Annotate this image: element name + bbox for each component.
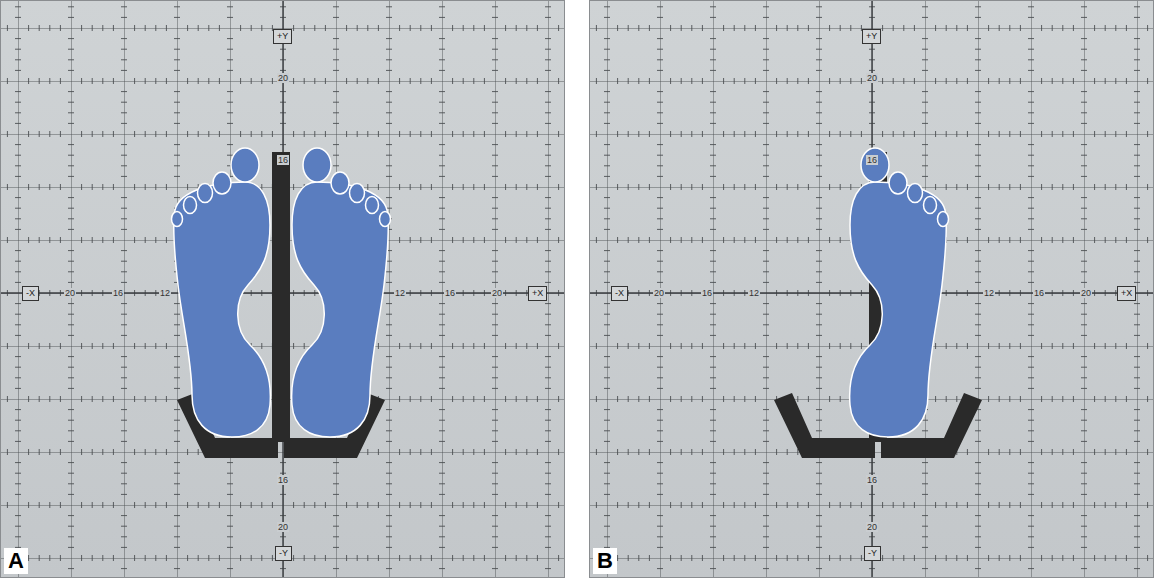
right-foot bbox=[292, 148, 391, 437]
axis-label-box: +Y bbox=[862, 29, 881, 44]
axis-label: -Y bbox=[868, 548, 877, 558]
axis-label: -X bbox=[26, 288, 35, 298]
scale-number: 12 bbox=[394, 288, 406, 298]
axis-label: -Y bbox=[279, 548, 288, 558]
platform-panel: +Y -X +X -Y 20 16 20 16 12 12 16 20 16 20B bbox=[589, 0, 1154, 578]
axis-label-box: +X bbox=[528, 286, 547, 301]
scale-number: 20 bbox=[653, 288, 665, 298]
scale-number: 20 bbox=[491, 288, 503, 298]
axis-label: +X bbox=[1121, 288, 1132, 298]
force-plate-grid bbox=[0, 0, 565, 578]
scale-number: 12 bbox=[159, 288, 171, 298]
axis-label-box: -X bbox=[611, 286, 628, 301]
scale-number: 20 bbox=[866, 522, 878, 532]
platform-panel: +Y -X +X -Y 20 16 20 16 12 12 16 20 16 20A bbox=[0, 0, 565, 578]
axis-label: -X bbox=[615, 288, 624, 298]
axis-label: +Y bbox=[277, 31, 288, 41]
scale-number: 20 bbox=[277, 73, 289, 83]
panel-letter: A bbox=[4, 548, 28, 574]
scale-number: 20 bbox=[1080, 288, 1092, 298]
axis-label-box: +Y bbox=[273, 29, 292, 44]
scale-number: 16 bbox=[112, 288, 124, 298]
scale-number: 16 bbox=[866, 475, 878, 485]
axis-label: +X bbox=[532, 288, 543, 298]
scale-number: 12 bbox=[983, 288, 995, 298]
scale-number: 16 bbox=[1033, 288, 1045, 298]
axis-label: +Y bbox=[866, 31, 877, 41]
scale-number: 20 bbox=[866, 73, 878, 83]
scale-number: 16 bbox=[701, 288, 713, 298]
scale-number: 12 bbox=[748, 288, 760, 298]
scale-number: 20 bbox=[277, 522, 289, 532]
axis-label-box: -Y bbox=[275, 546, 292, 561]
axis-label-box: -X bbox=[22, 286, 39, 301]
scale-number: 20 bbox=[64, 288, 76, 298]
axis-label-box: -Y bbox=[864, 546, 881, 561]
right-foot bbox=[850, 148, 949, 437]
scale-number: 16 bbox=[866, 155, 878, 165]
scale-number: 16 bbox=[444, 288, 456, 298]
force-plate-grid bbox=[589, 0, 1154, 578]
axis-label-box: +X bbox=[1117, 286, 1136, 301]
scale-number: 16 bbox=[277, 155, 289, 165]
left-foot bbox=[172, 148, 271, 437]
scale-number: 16 bbox=[277, 475, 289, 485]
panel-letter: B bbox=[593, 548, 617, 574]
